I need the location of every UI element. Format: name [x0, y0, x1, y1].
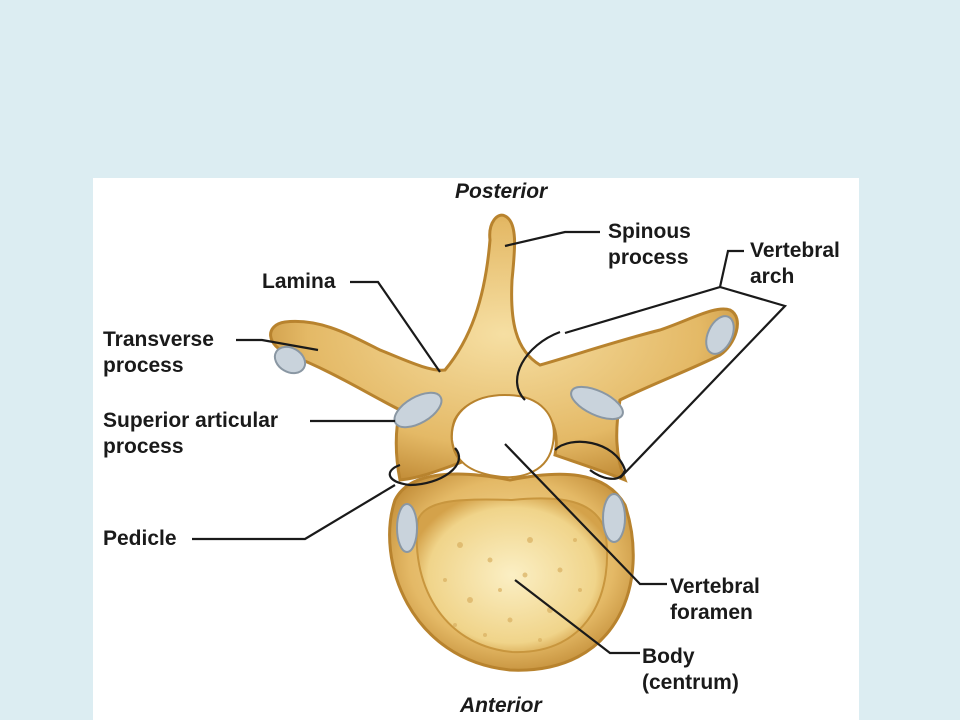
leader-arch-2	[619, 285, 788, 479]
spinous-process-label: Spinous process	[608, 220, 691, 269]
transverse-facet-right	[705, 315, 735, 355]
vertebral-arch-label: Vertebral arch	[750, 239, 840, 288]
arch-bracket-lower	[554, 440, 627, 480]
leader-foramen	[504, 443, 667, 586]
leader-lines	[192, 230, 788, 655]
body-centrum-label: Body (centrum)	[642, 645, 739, 694]
pedicle-bracket	[388, 447, 461, 487]
anterior-label: Anterior	[460, 694, 542, 717]
trabecular-texture	[443, 537, 582, 642]
vertebral-foramen-opening	[450, 393, 555, 479]
leader-spinous	[504, 230, 600, 248]
transverse-facet-left	[273, 345, 307, 375]
costal-facet-right	[602, 493, 626, 543]
costal-facet-left	[396, 503, 418, 553]
arch-bracket-upper	[515, 330, 561, 401]
superior-articular-process-label: Superior articular process	[103, 409, 279, 458]
transverse-process-label: Transverse process	[103, 328, 214, 377]
leader-arch	[564, 249, 744, 335]
vertebral-foramen-label: Vertebral foramen	[670, 575, 760, 624]
leader-pedicle	[192, 484, 396, 541]
superior-facet-right	[570, 385, 624, 421]
lamina-label: Lamina	[262, 270, 336, 293]
pedicle-label: Pedicle	[103, 527, 177, 550]
leader-body	[514, 579, 640, 655]
posterior-label: Posterior	[455, 180, 548, 203]
leader-transverse	[236, 338, 319, 352]
superior-facet-left	[393, 391, 443, 429]
leader-lamina	[350, 280, 441, 373]
